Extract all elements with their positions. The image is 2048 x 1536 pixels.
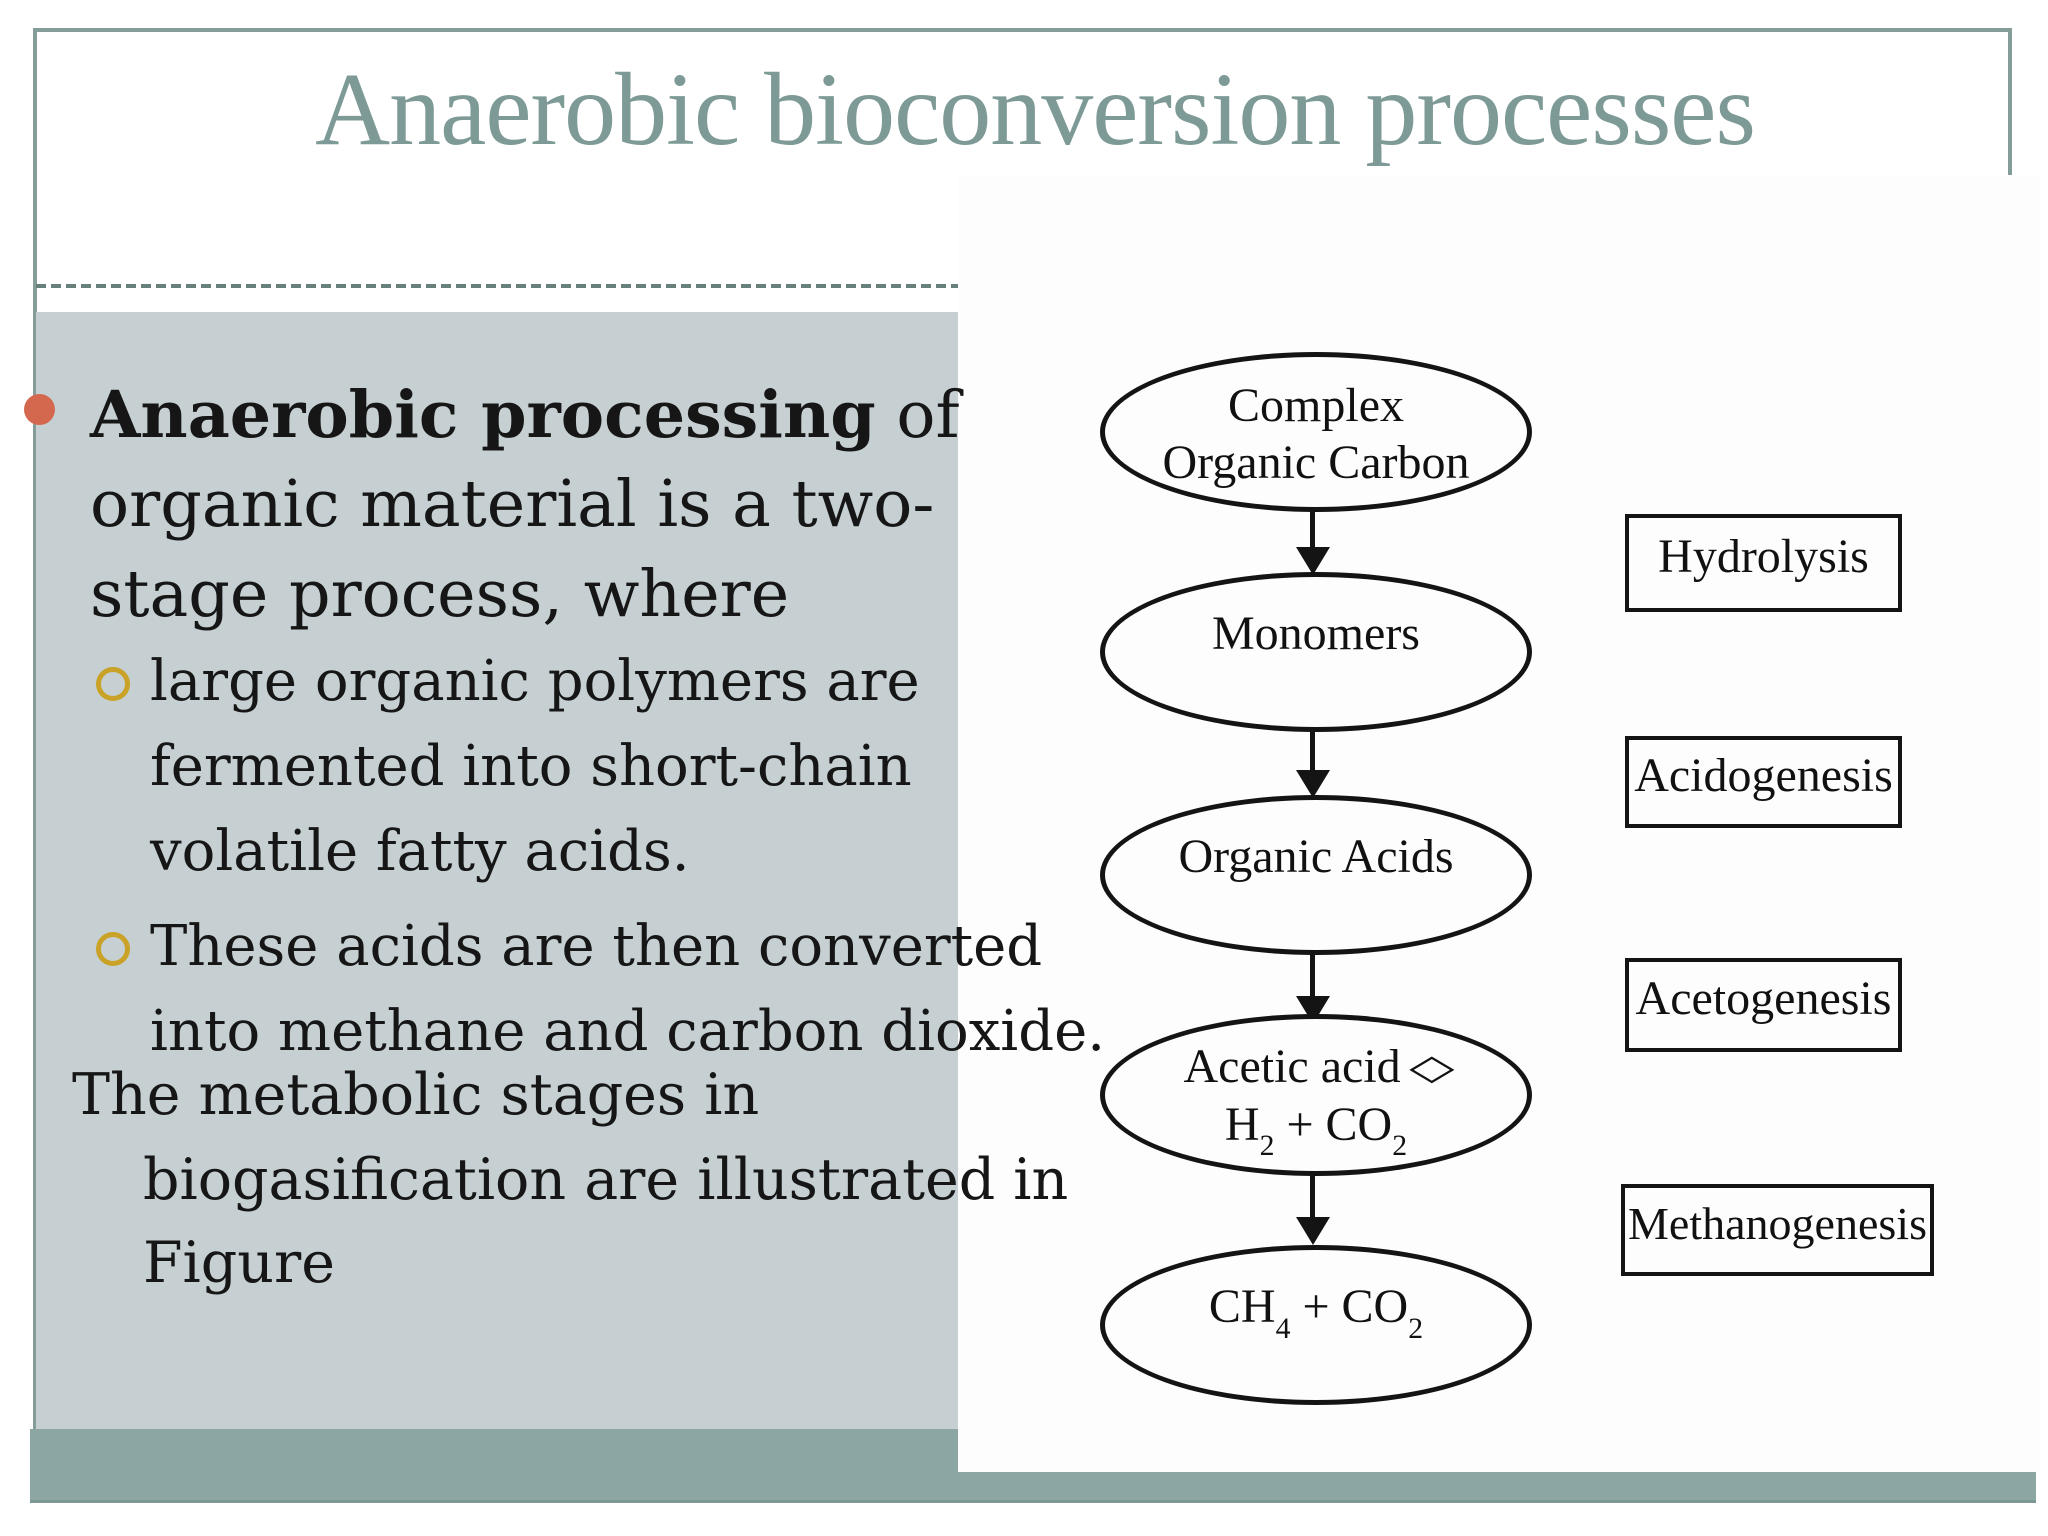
stage-box-methanogenesis: Methanogenesis — [1621, 1184, 1934, 1276]
node-label-line: Organic Carbon — [1162, 436, 1470, 489]
stage-box-acidogenesis: Acidogenesis — [1625, 736, 1902, 828]
flow-node-acetic-acid: Acetic acid◇ H2 + CO2 — [1100, 1014, 1532, 1176]
bullet1-line1: Anaerobic processing of — [90, 370, 960, 460]
node-label-line: Acetic acid◇ — [1183, 1039, 1455, 1093]
sub-bullet2-line2: into methane and carbon dioxide. — [150, 999, 1106, 1064]
bullet1-bold-text: Anaerobic processing — [90, 377, 876, 453]
node-label-line: Complex — [1228, 379, 1404, 432]
down-arrow-icon — [1294, 1173, 1332, 1245]
page-title: Anaerobic bioconversion processes — [315, 52, 1756, 167]
sub-bullet-circle-icon — [96, 667, 130, 701]
content-panel — [36, 312, 958, 1429]
stage-box-hydrolysis: Hydrolysis — [1625, 514, 1902, 612]
down-arrow-icon — [1294, 509, 1332, 575]
node-label-line: Organic Acids — [1178, 830, 1454, 883]
flow-node-organic-acids: Organic Acids — [1100, 795, 1532, 955]
paragraph-line3: Figure — [143, 1230, 335, 1296]
flow-node-complex-organic-carbon: Complex Organic Carbon — [1100, 352, 1532, 512]
paragraph-line1: The metabolic stages in — [72, 1062, 760, 1128]
title-divider-dashed-line — [36, 284, 958, 288]
bullet-dot-icon — [24, 394, 55, 425]
sub-bullet1-line3: volatile fatty acids. — [150, 819, 690, 884]
bullet1-suffix-text: of — [875, 378, 960, 453]
down-arrow-icon — [1294, 729, 1332, 798]
bullet1-line2: organic material is a two- — [90, 467, 935, 542]
diamond-icon: ◇ — [1408, 1047, 1455, 1087]
flow-node-monomers: Monomers — [1100, 572, 1532, 732]
sub-bullet1-line2: fermented into short-chain — [150, 734, 912, 799]
node-label-line: Monomers — [1212, 607, 1420, 660]
bullet1-line3: stage process, where — [90, 557, 790, 632]
sub-bullet-circle-icon — [96, 932, 130, 966]
sub-bullet2-line1: These acids are then converted — [150, 914, 1043, 979]
paragraph-line2: biogasification are illustrated in — [143, 1147, 1069, 1213]
sub-bullet1-line1: large organic polymers are — [150, 649, 920, 714]
flow-node-methane-co2: CH4 + CO2 — [1100, 1245, 1532, 1405]
node-formula-line: CH4 + CO2 — [1208, 1280, 1424, 1345]
stage-box-acetogenesis: Acetogenesis — [1625, 958, 1902, 1052]
node-formula-line: H2 + CO2 — [1224, 1097, 1408, 1163]
